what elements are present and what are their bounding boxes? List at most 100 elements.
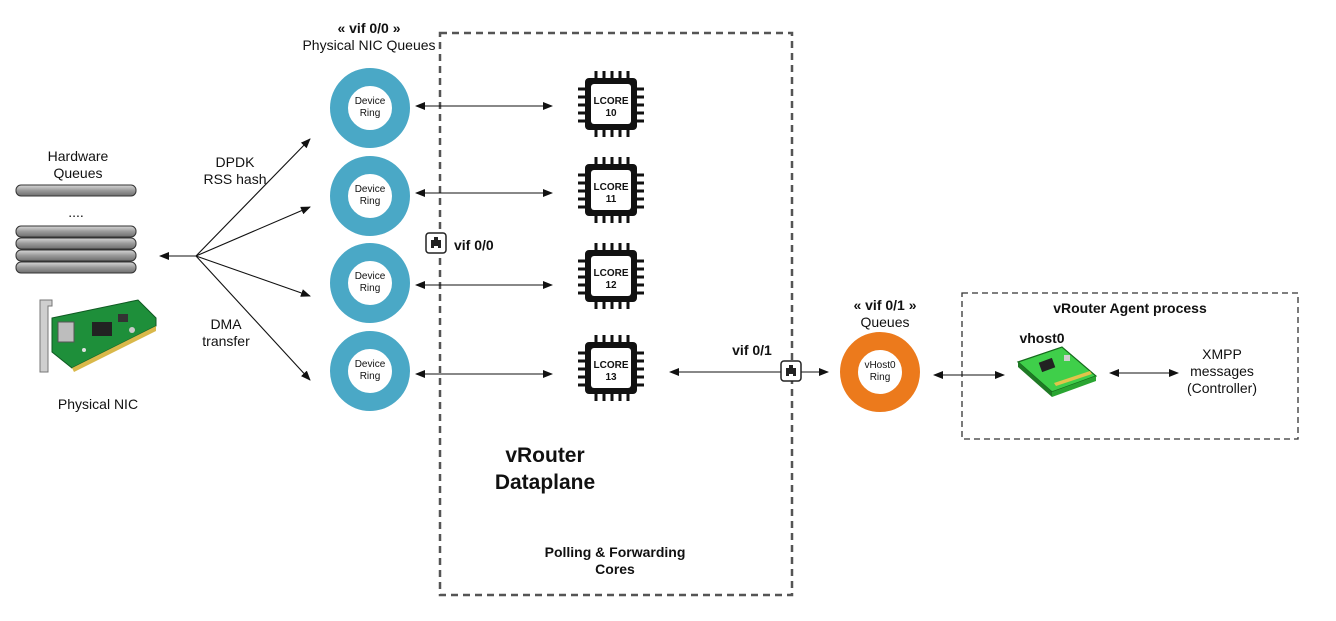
lcore-chips bbox=[578, 71, 644, 401]
chip-pin bbox=[618, 243, 622, 250]
chip-pin bbox=[602, 130, 606, 137]
chip-pin bbox=[637, 367, 644, 371]
chip-pin bbox=[618, 157, 622, 164]
hardware-queue-pipe bbox=[15, 237, 137, 250]
chip-pin bbox=[602, 216, 606, 223]
chip-pin bbox=[637, 87, 644, 91]
chip-pin bbox=[594, 243, 598, 250]
chip-pin bbox=[637, 205, 644, 209]
chip-pin bbox=[594, 130, 598, 137]
chip-pin bbox=[637, 375, 644, 379]
dma-transfer-label: DMA transfer bbox=[202, 316, 250, 349]
chip-pin bbox=[610, 71, 614, 78]
chip-pin bbox=[578, 275, 585, 279]
chip-pin bbox=[594, 216, 598, 223]
vif-0-0-port-label: vif 0/0 bbox=[454, 237, 494, 253]
chip-pin bbox=[594, 302, 598, 309]
chip-pin bbox=[578, 367, 585, 371]
chip-pin bbox=[626, 243, 630, 250]
chip-pin bbox=[602, 302, 606, 309]
device-ring bbox=[330, 243, 410, 323]
chip-pin bbox=[618, 335, 622, 342]
physical-nic-label: Physical NIC bbox=[57, 396, 139, 412]
chip-pin bbox=[618, 302, 622, 309]
cores-caption: Polling & Forwarding Cores bbox=[544, 544, 686, 577]
lcore-chip bbox=[578, 157, 644, 223]
hardware-queues-ellipsis: .... bbox=[68, 204, 84, 220]
vhost0-interface-label: vhost0 bbox=[1019, 330, 1065, 346]
hardware-queues-label: Hardware Queues bbox=[47, 148, 109, 181]
hardware-queue-pipe bbox=[15, 249, 137, 262]
chip-pin bbox=[618, 71, 622, 78]
chip-pin bbox=[594, 335, 598, 342]
chip-face bbox=[591, 256, 631, 296]
chip-pin bbox=[626, 216, 630, 223]
physical-queues-header: « vif 0/0 » Physical NIC Queues bbox=[302, 20, 436, 53]
chip-pin bbox=[594, 394, 598, 401]
hardware-queue-pipe bbox=[15, 225, 137, 238]
chip-pin bbox=[578, 87, 585, 91]
chip-pin bbox=[626, 130, 630, 137]
device-rings bbox=[330, 68, 410, 411]
chip-pin bbox=[637, 359, 644, 363]
vif-0-1-port-label: vif 0/1 bbox=[732, 342, 772, 358]
chip-pin bbox=[637, 119, 644, 123]
device-ring bbox=[330, 68, 410, 148]
chip-pin bbox=[637, 267, 644, 271]
hardware-queue-pipe bbox=[15, 261, 137, 274]
hardware-queues bbox=[15, 184, 137, 274]
chip-pin bbox=[626, 302, 630, 309]
rss-fanout-arrows bbox=[159, 138, 311, 381]
device-ring bbox=[330, 331, 410, 411]
chip-pin bbox=[578, 197, 585, 201]
chip-pin bbox=[637, 189, 644, 193]
chip-pin bbox=[610, 216, 614, 223]
chip-pin bbox=[602, 243, 606, 250]
chip-pin bbox=[602, 394, 606, 401]
chip-face bbox=[591, 170, 631, 210]
chip-pin bbox=[602, 335, 606, 342]
chip-pin bbox=[578, 291, 585, 295]
vhost-ring bbox=[840, 332, 920, 412]
chip-pin bbox=[578, 103, 585, 107]
vhost0-card-image bbox=[1016, 346, 1098, 397]
chip-pin bbox=[637, 95, 644, 99]
dataplane-title: vRouter Dataplane bbox=[494, 444, 596, 494]
chip-pin bbox=[578, 375, 585, 379]
chip-pin bbox=[578, 283, 585, 287]
chip-pin bbox=[626, 157, 630, 164]
chip-pin bbox=[637, 111, 644, 115]
port-icon bbox=[780, 360, 802, 382]
lcore-chip bbox=[578, 335, 644, 401]
chip-pin bbox=[637, 351, 644, 355]
chip-pin bbox=[610, 302, 614, 309]
chip-face bbox=[591, 348, 631, 388]
chip-pin bbox=[626, 394, 630, 401]
chip-pin bbox=[594, 71, 598, 78]
physical-nic-image bbox=[39, 299, 157, 373]
ring-core-arrows bbox=[415, 102, 553, 378]
chip-pin bbox=[637, 173, 644, 177]
hardware-queue-pipe bbox=[15, 184, 137, 197]
chip-pin bbox=[610, 243, 614, 250]
chip-pin bbox=[618, 216, 622, 223]
port-icon bbox=[425, 232, 447, 254]
chip-face bbox=[591, 84, 631, 124]
lcore-chip bbox=[578, 243, 644, 309]
chip-pin bbox=[618, 394, 622, 401]
chip-pin bbox=[578, 189, 585, 193]
chip-pin bbox=[578, 119, 585, 123]
chip-pin bbox=[637, 197, 644, 201]
chip-pin bbox=[637, 291, 644, 295]
chip-pin bbox=[578, 259, 585, 263]
xmpp-messages-label: XMPP messages (Controller) bbox=[1186, 346, 1257, 396]
chip-pin bbox=[610, 335, 614, 342]
chip-pin bbox=[637, 259, 644, 263]
chip-pin bbox=[610, 157, 614, 164]
